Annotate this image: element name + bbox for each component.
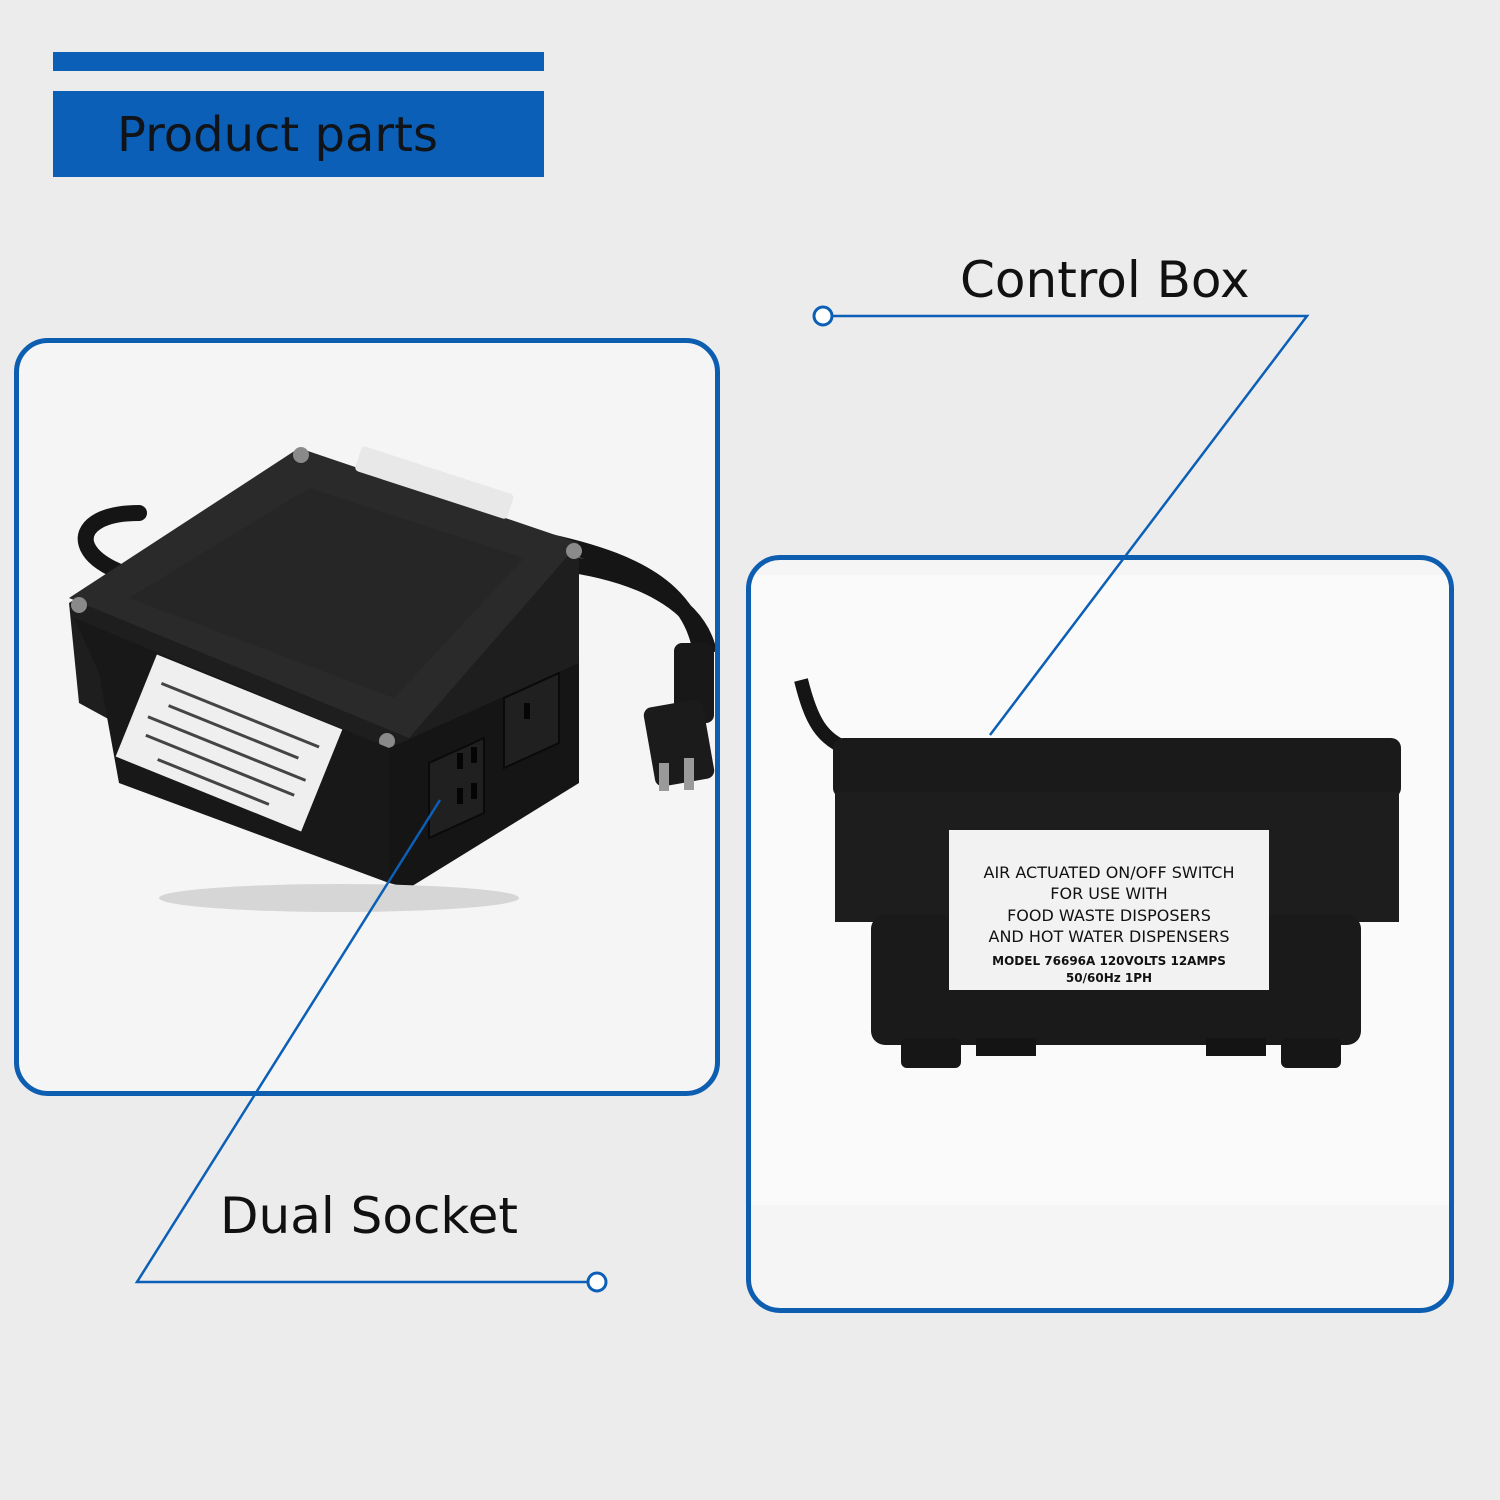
label-line-2: FOR USE WITH <box>1050 884 1167 903</box>
control-box-angled-illustration <box>69 446 715 912</box>
label-rating-line: 50/60Hz 1PH <box>1066 971 1152 985</box>
label-line-1: AIR ACTUATED ON/OFF SWITCH <box>984 863 1235 882</box>
label-model-line: MODEL 76696A 120VOLTS 12AMPS <box>992 954 1226 968</box>
dual-socket-callout-dot <box>586 1271 608 1293</box>
label-line-4: AND HOT WATER DISPENSERS <box>989 927 1230 946</box>
control-box-front-illustration: AIR ACTUATED ON/OFF SWITCH FOR USE WITH … <box>751 575 1449 1205</box>
product-label-card <box>949 830 1269 990</box>
page-title: Product parts <box>117 107 438 163</box>
header-accent-bar <box>53 52 544 71</box>
control-box-callout: Control Box <box>960 251 1250 309</box>
product-photo-angled <box>14 338 720 1096</box>
title-banner: Product parts <box>53 91 544 177</box>
label-line-3: FOOD WASTE DISPOSERS <box>1007 906 1211 925</box>
product-photo-front: AIR ACTUATED ON/OFF SWITCH FOR USE WITH … <box>746 555 1454 1313</box>
dual-socket-callout: Dual Socket <box>220 1187 518 1245</box>
control-box-callout-dot <box>812 305 834 327</box>
